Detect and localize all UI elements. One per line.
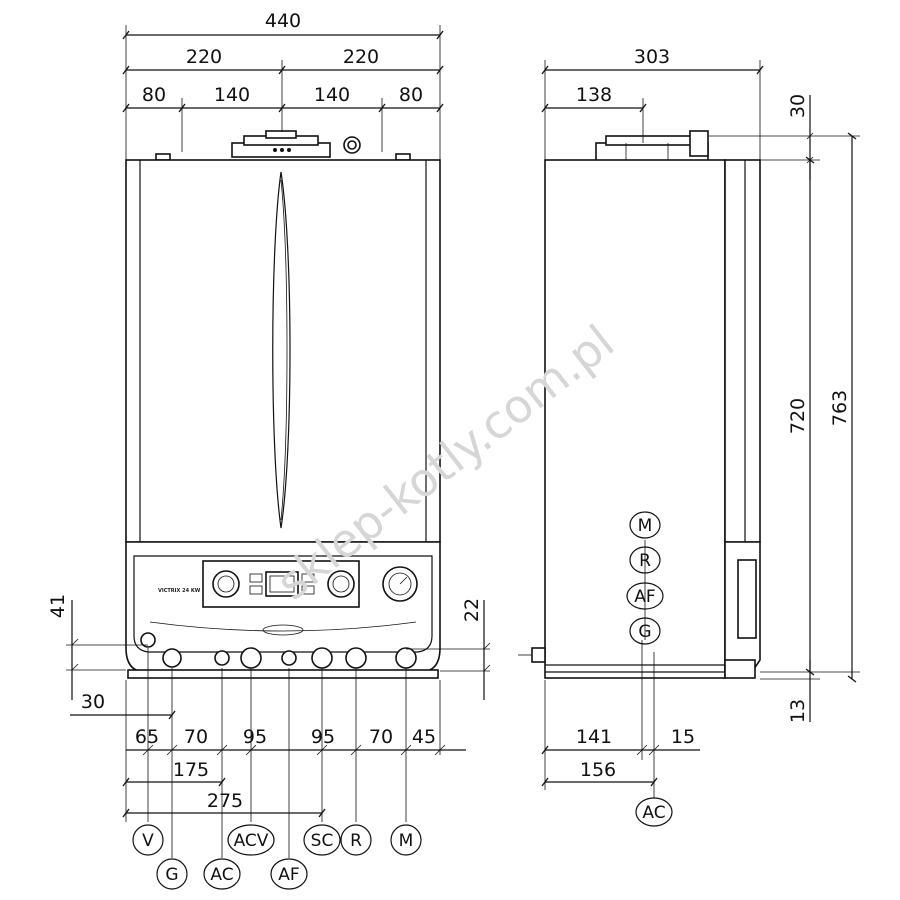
dim-left-30: 30 xyxy=(81,691,105,713)
conn-label-r: R xyxy=(350,831,362,851)
front-connection-labels: V G AC ACV AF SC R M xyxy=(132,824,422,890)
side-pipe-stub xyxy=(531,647,546,663)
conn-label-g: G xyxy=(165,865,178,885)
dim-bottom-70-right: 70 xyxy=(369,726,393,748)
dim-left-41: 41 xyxy=(47,594,69,618)
dim-total-width: 440 xyxy=(265,10,301,32)
dim-side-138: 138 xyxy=(576,84,612,106)
dim-inner-right: 140 xyxy=(314,84,350,106)
dim-right-22: 22 xyxy=(461,598,483,622)
conn-label-sc: SC xyxy=(311,831,334,851)
front-casing xyxy=(125,159,441,543)
dim-side-13: 13 xyxy=(787,699,809,723)
dim-bottom-65: 65 xyxy=(135,726,159,748)
panel-brand-label: VICTRIX 24 KW xyxy=(158,588,201,594)
side-rear-frame xyxy=(724,159,761,543)
side-casing xyxy=(544,159,726,679)
dim-side-depth: 303 xyxy=(634,46,670,68)
side-conn-label-r: R xyxy=(639,551,651,571)
side-flue-fitting xyxy=(595,130,709,162)
side-top-dimensions: 303 138 xyxy=(541,46,764,160)
dim-bottom-70-left: 70 xyxy=(184,726,208,748)
dim-side-141: 141 xyxy=(576,726,612,748)
heating-knob xyxy=(327,570,355,598)
front-right-dimensions: 22 xyxy=(406,598,491,700)
side-conn-label-m: M xyxy=(638,516,653,536)
front-bottom-dimensions: 65 70 95 95 70 45 175 275 xyxy=(122,668,466,858)
side-bottom-dimensions: 141 15 156 xyxy=(541,640,700,798)
front-top-dimensions: 440 220 220 80 140 140 80 xyxy=(122,10,444,160)
side-view: 303 138 30 720 763 13 xyxy=(518,46,860,827)
dim-bottom-95-left: 95 xyxy=(243,726,267,748)
front-view: VICTRIX 24 KW xyxy=(47,10,491,890)
front-door-handle xyxy=(272,171,291,529)
dhw-knob xyxy=(212,570,240,598)
dim-side-763: 763 xyxy=(829,390,851,426)
control-panel: VICTRIX 24 KW xyxy=(149,560,418,636)
dim-bottom-45: 45 xyxy=(412,726,436,748)
dim-inner-left: 140 xyxy=(214,84,250,106)
conn-label-ac: AC xyxy=(210,865,233,885)
side-right-dimensions: 30 720 763 13 xyxy=(708,94,860,723)
dim-half-left: 220 xyxy=(186,46,222,68)
side-connection-labels: M R AF G AC xyxy=(626,511,673,827)
front-left-dimensions: 41 30 xyxy=(47,594,176,858)
side-conn-label-af: AF xyxy=(634,587,655,607)
conn-label-af: AF xyxy=(278,865,299,885)
dim-side-720: 720 xyxy=(787,398,809,434)
conn-label-acv: ACV xyxy=(234,831,269,851)
dim-bottom-175: 175 xyxy=(173,759,209,781)
side-conn-label-ac: AC xyxy=(642,803,665,823)
dim-half-right: 220 xyxy=(343,46,379,68)
dim-bottom-95-right: 95 xyxy=(311,726,335,748)
dim-side-15: 15 xyxy=(671,726,695,748)
side-conn-label-g: G xyxy=(638,622,651,642)
dim-bottom-275: 275 xyxy=(207,790,243,812)
dim-side-30: 30 xyxy=(787,94,809,118)
conn-label-v: V xyxy=(142,831,154,851)
dim-side-156: 156 xyxy=(580,759,616,781)
panel-logo-badge xyxy=(262,624,304,636)
front-flue-fitting xyxy=(155,130,411,161)
dim-outer-left: 80 xyxy=(142,84,166,106)
dim-outer-right: 80 xyxy=(399,84,423,106)
conn-label-m: M xyxy=(399,831,414,851)
